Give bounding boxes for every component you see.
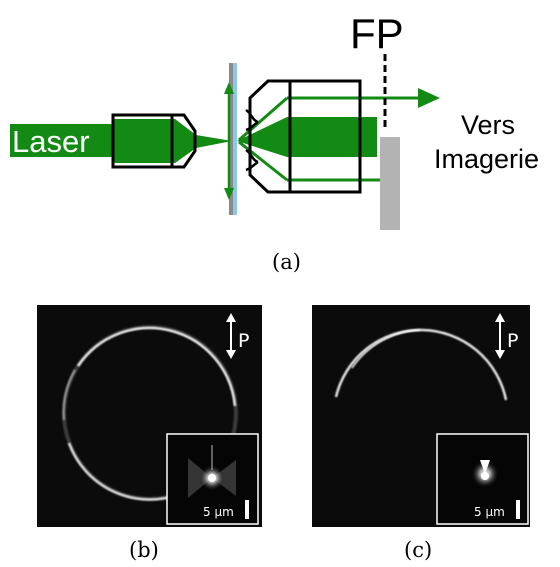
caption-b: (b) (129, 538, 159, 562)
polarization-indicator: P (226, 313, 249, 359)
polarization-indicator: P (495, 313, 518, 359)
output-label-line1: Vers (461, 110, 515, 140)
laser-label: Laser (12, 124, 90, 159)
scale-bar-label: 5 µm (474, 505, 505, 519)
output-label-line2: Imagerie (434, 144, 539, 174)
sample-slide (224, 63, 237, 215)
inset-image: 5 µm (166, 433, 259, 525)
setup-diagram: Laser (10, 10, 539, 274)
caption-a: (a) (272, 250, 301, 274)
scale-bar (516, 500, 520, 519)
scale-bar (245, 500, 249, 519)
beam-block (380, 137, 400, 230)
injection-objective (111, 113, 232, 169)
scale-bar-label: 5 µm (203, 505, 234, 519)
fourier-plane-label: FP (350, 10, 404, 57)
arc-image (334, 328, 508, 401)
panel-b: P 5 µm (b) (37, 305, 262, 562)
panel-c: P 5 µm (c) (312, 305, 530, 562)
polarization-label: P (507, 330, 518, 352)
collection-objective (237, 79, 440, 194)
inset-image: 5 µm (436, 433, 529, 525)
polarization-label: P (238, 330, 249, 352)
caption-c: (c) (404, 538, 432, 562)
